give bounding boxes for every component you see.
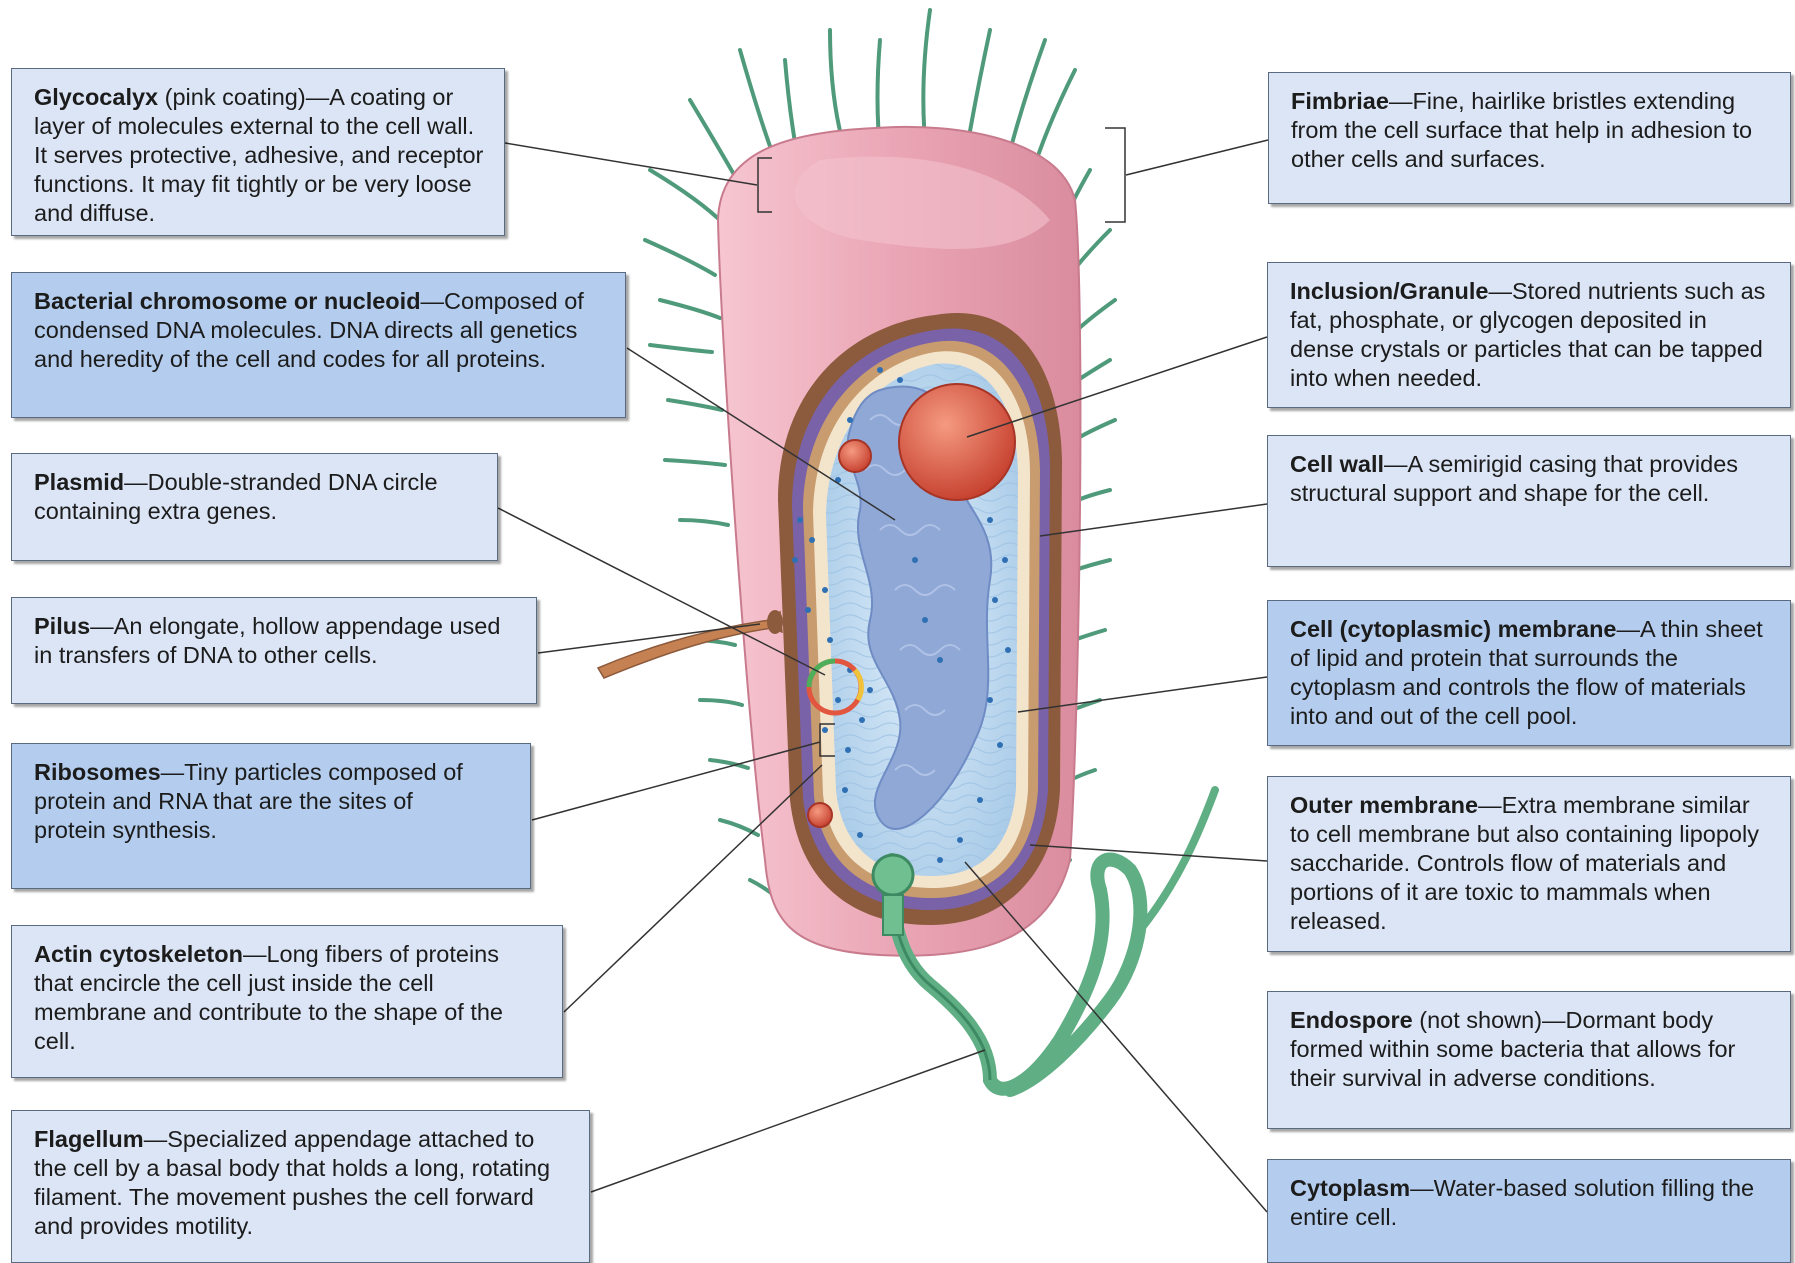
term-plasmid: Plasmid bbox=[34, 469, 124, 495]
text-pilus: —An elongate, hollow appendage used in t… bbox=[34, 613, 500, 668]
term-cellwall: Cell wall bbox=[1290, 451, 1384, 477]
term-flagellum: Flagellum bbox=[34, 1126, 144, 1152]
callout-pilus: Pilus—An elongate, hollow appendage used… bbox=[11, 597, 537, 704]
term-membrane: Cell (cytoplasmic) membrane bbox=[1290, 616, 1617, 642]
term-pilus: Pilus bbox=[34, 613, 90, 639]
inclusion-granule bbox=[899, 384, 1015, 500]
callout-cellwall: Cell wall—A semirigid casing that provid… bbox=[1267, 435, 1791, 567]
small-granule bbox=[839, 440, 871, 472]
callout-cytoplasm: Cytoplasm—Water-based solution filling t… bbox=[1267, 1159, 1791, 1263]
fimbriae-bracket bbox=[1105, 128, 1125, 222]
callout-inclusion: Inclusion/Granule—Stored nutrients such … bbox=[1267, 262, 1791, 408]
term-endospore: Endospore bbox=[1290, 1007, 1413, 1033]
callout-endospore: Endospore (not shown)—Dormant body forme… bbox=[1267, 991, 1791, 1129]
callout-fimbriae: Fimbriae—Fine, hairlike bristles extendi… bbox=[1268, 72, 1791, 204]
term-nucleoid: Bacterial chromosome or nucleoid bbox=[34, 288, 421, 314]
callout-plasmid: Plasmid—Double-stranded DNA circle conta… bbox=[11, 453, 498, 561]
term-ribosomes: Ribosomes bbox=[34, 759, 161, 785]
term-fimbriae: Fimbriae bbox=[1291, 88, 1389, 114]
small-granule-2 bbox=[808, 803, 832, 827]
callout-ribosomes: Ribosomes—Tiny particles composed of pro… bbox=[11, 743, 531, 889]
term-actin: Actin cytoskeleton bbox=[34, 941, 243, 967]
callout-membrane: Cell (cytoplasmic) membrane—A thin sheet… bbox=[1267, 600, 1791, 746]
basal-body bbox=[873, 855, 913, 895]
term-outer: Outer membrane bbox=[1290, 792, 1478, 818]
note-endospore: (not shown) bbox=[1413, 1007, 1542, 1033]
callout-actin: Actin cytoskeleton—Long fibers of protei… bbox=[11, 925, 563, 1078]
note-glycocalyx: (pink coating) bbox=[158, 84, 306, 110]
callout-nucleoid: Bacterial chromosome or nucleoid—Compose… bbox=[11, 272, 626, 418]
term-glycocalyx: Glycocalyx bbox=[34, 84, 158, 110]
term-inclusion: Inclusion/Granule bbox=[1290, 278, 1488, 304]
callout-outer: Outer membrane—Extra membrane similar to… bbox=[1267, 776, 1791, 952]
term-cytoplasm: Cytoplasm bbox=[1290, 1175, 1410, 1201]
callout-flagellum: Flagellum—Specialized appendage attached… bbox=[11, 1110, 590, 1263]
callout-glycocalyx: Glycocalyx (pink coating)—A coating or l… bbox=[11, 68, 505, 236]
